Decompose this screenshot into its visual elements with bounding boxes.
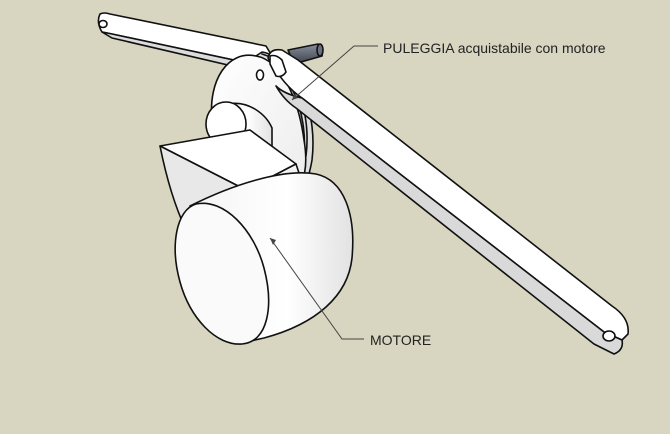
pulley-label: PULEGGIA acquistabile con motore xyxy=(383,40,606,56)
motor-label: MOTORE xyxy=(370,332,431,348)
main-lever-arm xyxy=(267,48,629,355)
pulley-leader-arrow xyxy=(292,94,298,100)
motor-leader-line xyxy=(269,237,364,340)
motor-leader-arrow xyxy=(270,238,276,245)
motor-body xyxy=(174,172,354,345)
pulley-leader-line xyxy=(291,45,378,101)
